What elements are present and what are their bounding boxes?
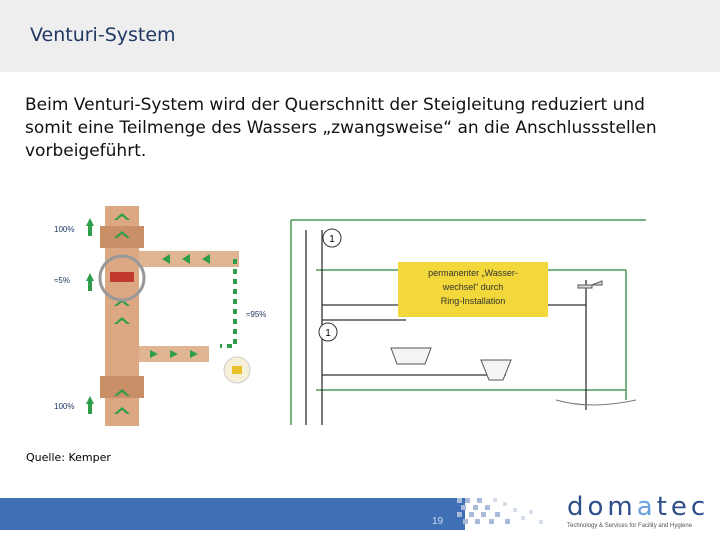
callout-box [398, 262, 548, 317]
source-caption: Quelle: Kemper [26, 451, 111, 464]
flow-arrows [114, 213, 210, 414]
pixel-mosaic-decoration [457, 498, 543, 524]
label-loop: ≈95% [246, 310, 266, 319]
label-top: 100% [54, 225, 74, 234]
washbasin-icon [390, 347, 432, 365]
venturi-pipe-diagram: 100% ≈5% ≈95% 100% [54, 206, 266, 426]
slide-title: Venturi-System [30, 24, 176, 46]
body-text: Beim Venturi-System wird der Querschnitt… [25, 95, 657, 161]
shower-icon [577, 280, 603, 289]
venturi-ring [98, 254, 146, 302]
svg-text:1: 1 [325, 328, 331, 339]
arrow-up-icon [86, 273, 94, 291]
arrow-up-icon [86, 396, 94, 414]
drain-line [555, 399, 637, 406]
grey-pipes [305, 230, 587, 425]
callout-line2: wechsel“ durch [442, 282, 504, 292]
title-bar [0, 0, 720, 72]
footer-band [0, 498, 465, 530]
label-bottom: 100% [54, 402, 74, 411]
ring-installation-schematic: 1 1 permanenter „Wasser- wechsel“ durch … [290, 219, 646, 425]
callout-line3: Ring-Installation [441, 296, 506, 306]
svg-text:1: 1 [329, 234, 335, 245]
marker-1-bottom [318, 322, 338, 342]
ring-loop [220, 259, 237, 348]
label-mid: ≈5% [54, 276, 70, 285]
domatec-logo: domatec [567, 492, 710, 522]
marker-1-top [322, 228, 342, 248]
page-number: 19 [432, 516, 444, 527]
urinal-icon [480, 359, 512, 381]
logo-tagline: Technology & Services for Facility and H… [567, 523, 693, 529]
callout-line1: permanenter „Wasser- [428, 268, 518, 278]
arrow-up-icon [86, 218, 94, 236]
green-pipes [290, 219, 646, 425]
